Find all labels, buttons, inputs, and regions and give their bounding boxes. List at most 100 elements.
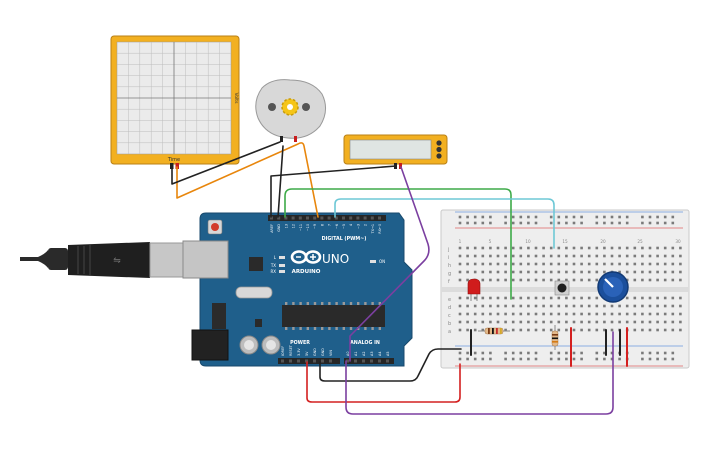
breadboard-hole[interactable] <box>496 296 500 300</box>
breadboard-hole[interactable] <box>481 357 485 361</box>
wire-black-gnd2[interactable] <box>277 145 284 218</box>
breadboard-hole[interactable] <box>618 320 621 324</box>
breadboard-hole[interactable] <box>458 270 462 274</box>
breadboard-hole[interactable] <box>595 312 599 316</box>
breadboard-hole[interactable] <box>481 278 485 282</box>
breadboard-hole[interactable] <box>641 320 644 324</box>
breadboard-hole[interactable] <box>603 312 606 316</box>
breadboard-hole[interactable] <box>603 304 606 308</box>
breadboard-hole[interactable] <box>648 328 652 332</box>
breadboard-hole[interactable] <box>466 312 469 316</box>
breadboard-hole[interactable] <box>618 357 621 361</box>
breadboard-hole[interactable] <box>671 270 675 274</box>
breadboard-hole[interactable] <box>663 328 667 332</box>
breadboard-hole[interactable] <box>519 351 523 355</box>
breadboard-hole[interactable] <box>633 278 637 282</box>
breadboard-hole[interactable] <box>587 254 591 258</box>
breadboard-hole[interactable] <box>489 312 492 316</box>
breadboard-hole[interactable] <box>481 312 485 316</box>
breadboard-hole[interactable] <box>504 351 507 355</box>
breadboard-hole[interactable] <box>656 296 659 300</box>
breadboard-hole[interactable] <box>618 221 621 225</box>
breadboard-hole[interactable] <box>557 296 561 300</box>
breadboard-hole[interactable] <box>565 320 568 324</box>
breadboard-hole[interactable] <box>656 221 659 225</box>
breadboard-hole[interactable] <box>663 320 667 324</box>
breadboard-hole[interactable] <box>610 215 614 219</box>
breadboard-hole[interactable] <box>527 278 530 282</box>
wire-black-scope[interactable] <box>171 141 281 185</box>
breadboard-hole[interactable] <box>595 328 599 332</box>
breadboard-hole[interactable] <box>641 270 644 274</box>
breadboard-hole[interactable] <box>580 296 583 300</box>
breadboard-hole[interactable] <box>466 221 469 225</box>
breadboard-hole[interactable] <box>671 328 675 332</box>
breadboard-hole[interactable] <box>458 312 462 316</box>
breadboard-hole[interactable] <box>458 296 462 300</box>
breadboard-hole[interactable] <box>549 312 553 316</box>
breadboard-hole[interactable] <box>466 270 469 274</box>
breadboard-hole[interactable] <box>656 328 659 332</box>
breadboard-hole[interactable] <box>572 296 576 300</box>
breadboard-hole[interactable] <box>610 357 614 361</box>
breadboard-hole[interactable] <box>572 312 576 316</box>
breadboard-hole[interactable] <box>511 215 515 219</box>
breadboard-hole[interactable] <box>511 351 515 355</box>
breadboard-hole[interactable] <box>542 296 545 300</box>
breadboard-hole[interactable] <box>587 262 591 266</box>
breadboard-hole[interactable] <box>625 312 629 316</box>
breadboard-hole[interactable] <box>656 215 659 219</box>
breadboard-hole[interactable] <box>656 278 659 282</box>
breadboard-hole[interactable] <box>473 296 477 300</box>
breadboard-hole[interactable] <box>603 357 606 361</box>
breadboard-hole[interactable] <box>679 278 682 282</box>
breadboard-hole[interactable] <box>481 320 485 324</box>
breadboard-hole[interactable] <box>542 262 545 266</box>
breadboard-hole[interactable] <box>671 221 675 225</box>
breadboard-hole[interactable] <box>534 312 538 316</box>
breadboard-hole[interactable] <box>542 246 545 250</box>
breadboard-hole[interactable] <box>557 312 561 316</box>
breadboard-hole[interactable] <box>565 221 568 225</box>
breadboard-hole[interactable] <box>504 320 507 324</box>
breadboard-hole[interactable] <box>466 328 469 332</box>
breadboard-hole[interactable] <box>610 351 614 355</box>
breadboard-hole[interactable] <box>489 262 492 266</box>
multimeter-terminal-pos[interactable] <box>399 163 402 169</box>
breadboard-hole[interactable] <box>504 215 507 219</box>
breadboard-hole[interactable] <box>542 312 545 316</box>
breadboard-hole[interactable] <box>473 215 477 219</box>
breadboard-hole[interactable] <box>663 296 667 300</box>
breadboard-hole[interactable] <box>504 246 507 250</box>
breadboard-hole[interactable] <box>504 262 507 266</box>
breadboard-hole[interactable] <box>504 270 507 274</box>
breadboard-hole[interactable] <box>671 296 675 300</box>
breadboard-hole[interactable] <box>595 262 599 266</box>
breadboard-hole[interactable] <box>580 312 583 316</box>
breadboard-hole[interactable] <box>648 357 652 361</box>
breadboard-hole[interactable] <box>633 262 637 266</box>
breadboard-hole[interactable] <box>603 270 606 274</box>
breadboard-hole[interactable] <box>633 320 637 324</box>
breadboard-hole[interactable] <box>549 296 553 300</box>
breadboard-hole[interactable] <box>458 304 462 308</box>
motor-terminal-1[interactable] <box>280 136 283 142</box>
breadboard-hole[interactable] <box>466 351 469 355</box>
breadboard-hole[interactable] <box>481 254 485 258</box>
breadboard-hole[interactable] <box>534 328 538 332</box>
breadboard-hole[interactable] <box>511 304 515 308</box>
breadboard-hole[interactable] <box>633 270 637 274</box>
breadboard-hole[interactable] <box>527 312 530 316</box>
breadboard-hole[interactable] <box>587 278 591 282</box>
breadboard-hole[interactable] <box>580 278 583 282</box>
breadboard-hole[interactable] <box>580 304 583 308</box>
wires[interactable] <box>171 141 628 415</box>
breadboard-hole[interactable] <box>587 312 591 316</box>
breadboard-hole[interactable] <box>481 351 485 355</box>
breadboard-hole[interactable] <box>572 357 576 361</box>
breadboard-hole[interactable] <box>572 246 576 250</box>
breadboard-hole[interactable] <box>618 312 621 316</box>
breadboard-hole[interactable] <box>610 328 614 332</box>
breadboard-hole[interactable] <box>549 221 553 225</box>
breadboard-hole[interactable] <box>671 262 675 266</box>
